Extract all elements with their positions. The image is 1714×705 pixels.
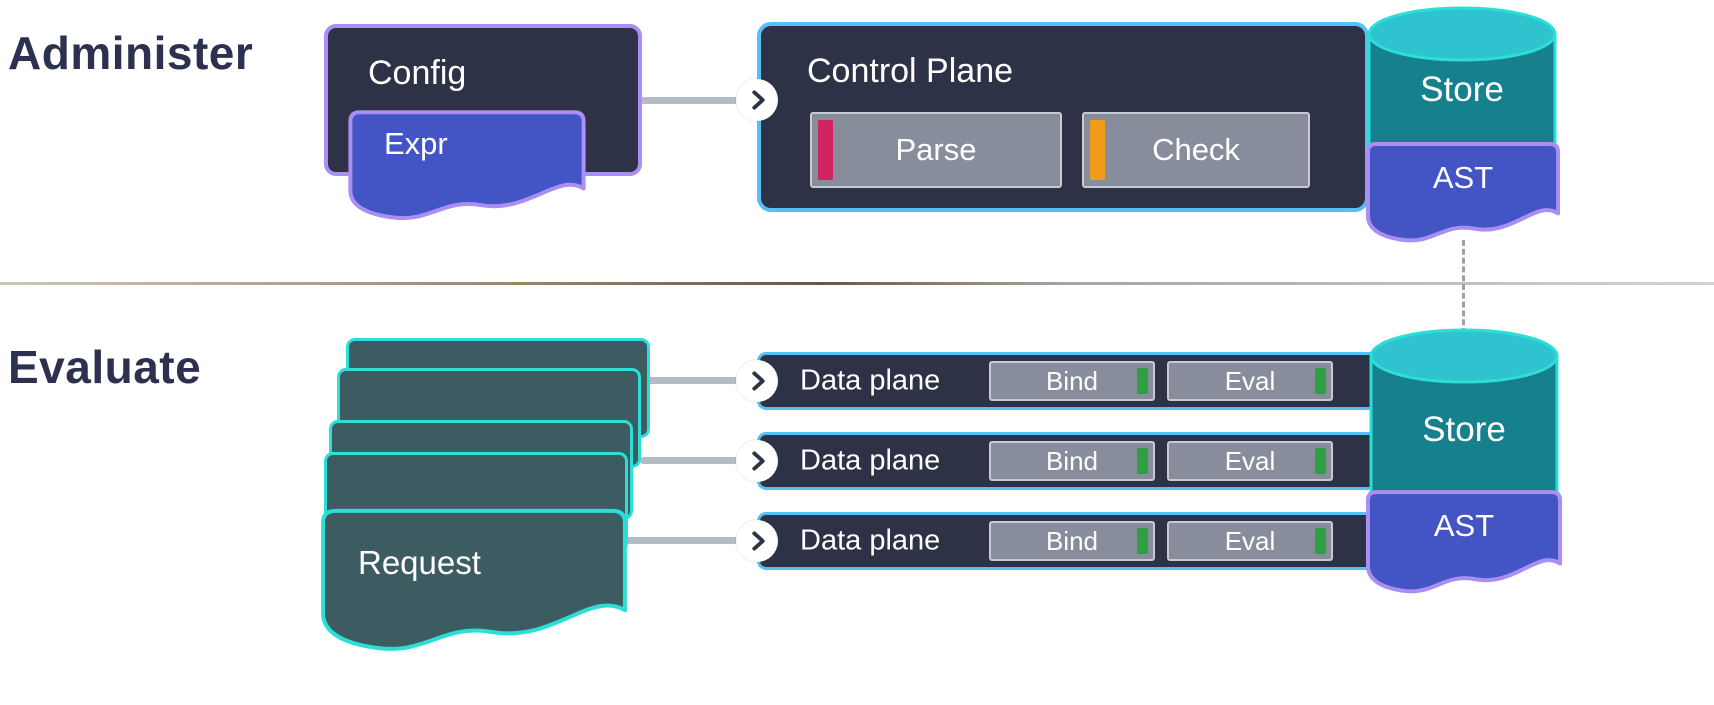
check-label: Check [1152, 132, 1240, 167]
control-plane-box: Control Plane Parse Check [757, 22, 1369, 212]
data-plane-label: Data plane [800, 524, 941, 557]
arrow-icon [736, 440, 778, 482]
chevron-right-icon [752, 531, 765, 551]
bind-stage: Bind [989, 521, 1155, 561]
data-plane-label: Data plane [800, 444, 941, 477]
store-top-label: Store [1420, 70, 1504, 109]
data-plane-label: Data plane [800, 364, 941, 397]
control-plane-label: Control Plane [807, 52, 1014, 90]
arrow-icon [736, 360, 778, 402]
document-shape [1366, 142, 1560, 244]
chevron-right-icon [752, 371, 765, 391]
eval-stage: Eval [1167, 441, 1333, 481]
eval-label: Eval [1224, 525, 1276, 556]
ast-document-top: AST [1366, 142, 1560, 244]
request-label: Request [358, 544, 481, 581]
request-to-row1-connector [646, 377, 751, 384]
config-label: Config [368, 54, 467, 92]
request-stack: Request [320, 336, 660, 666]
bind-stage: Bind [989, 441, 1155, 481]
bind-accent-bar [1137, 368, 1148, 394]
eval-accent-bar [1315, 528, 1326, 554]
eval-label: Eval [1224, 365, 1276, 396]
request-document: Request [320, 508, 628, 654]
parse-stage: Parse [810, 112, 1062, 188]
check-stage: Check [1082, 112, 1310, 188]
request-to-row3-connector [626, 537, 752, 544]
document-shape [348, 110, 586, 222]
arrow-icon [736, 520, 778, 562]
parse-label: Parse [895, 132, 977, 167]
document-shape [320, 508, 628, 654]
parse-accent-bar [818, 120, 833, 180]
bind-label: Bind [1045, 445, 1099, 476]
ast-bottom-label: AST [1433, 508, 1495, 543]
bind-stage: Bind [989, 361, 1155, 401]
eval-stage: Eval [1167, 361, 1333, 401]
arrow-icon [736, 79, 778, 121]
bind-label: Bind [1045, 525, 1099, 556]
data-plane-row: Data plane Bind Eval [757, 432, 1527, 490]
eval-label: Eval [1224, 445, 1276, 476]
eval-accent-bar [1315, 448, 1326, 474]
request-to-row2-connector [640, 457, 752, 464]
config-to-control-plane-connector [640, 97, 750, 104]
ast-to-store-dashed-connector [1462, 240, 1465, 334]
expr-label: Expr [384, 126, 448, 161]
section-divider [0, 282, 1714, 285]
chevron-right-icon [752, 451, 765, 471]
ast-top-label: AST [1432, 160, 1494, 195]
eval-accent-bar [1315, 368, 1326, 394]
eval-stage: Eval [1167, 521, 1333, 561]
check-accent-bar [1090, 120, 1105, 180]
administer-section-label: Administer [8, 27, 254, 79]
document-shape [1366, 490, 1562, 595]
evaluate-section-label: Evaluate [8, 341, 202, 393]
expr-document: Expr [348, 110, 586, 222]
bind-accent-bar [1137, 528, 1148, 554]
bind-label: Bind [1045, 365, 1099, 396]
chevron-right-icon [752, 90, 765, 110]
bind-accent-bar [1137, 448, 1148, 474]
store-bottom-label: Store [1422, 410, 1506, 449]
ast-document-bottom: AST [1366, 490, 1562, 595]
